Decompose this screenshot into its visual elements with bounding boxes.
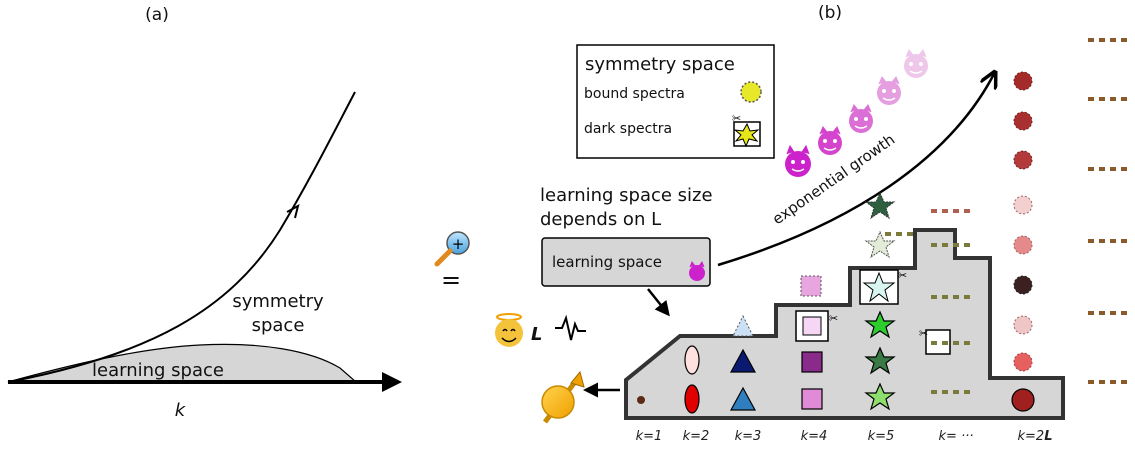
k-label: k= ···	[939, 429, 974, 444]
noise-signal-icon	[555, 314, 586, 341]
spiky-shape	[1013, 352, 1033, 372]
svg-text:+: +	[452, 235, 465, 253]
k4-pink-square	[801, 388, 823, 410]
box-to-region-arrow	[647, 288, 670, 317]
size-text-line2: depends on L	[540, 209, 661, 230]
dark-spectra-icon: ✂	[732, 112, 761, 148]
devil-icons	[785, 49, 928, 177]
svg-text:✂: ✂	[898, 269, 907, 282]
curve-direction-arrowhead	[286, 204, 300, 219]
spiky-shape	[1013, 275, 1033, 295]
k5-light-green-star	[864, 382, 896, 411]
k5-dark-star	[864, 191, 896, 220]
continuation-dots	[885, 38, 1131, 394]
k-axis-label: k	[175, 400, 187, 421]
k-label-last-prefix: k=2	[1018, 429, 1045, 444]
learning-space-box: learning space	[541, 237, 711, 287]
exponential-growth-arrow	[717, 72, 995, 267]
k-labels: k=1 k=2 k=3 k=4 k=5 k= ··· k=2L	[636, 429, 1053, 444]
L-symbol: L	[531, 324, 542, 345]
panel-b-label: (b)	[818, 3, 842, 23]
k5-green-star	[864, 310, 896, 339]
k5-pale-star	[864, 230, 896, 259]
magnifier-icon: +	[434, 231, 470, 267]
spin-orb-icon	[541, 370, 585, 424]
panel-a-label: (a)	[145, 5, 169, 25]
symmetry-space-curve	[7, 91, 356, 383]
k-label: k=1	[636, 429, 663, 444]
devil-icon	[849, 104, 873, 133]
k5-forest-star	[864, 346, 896, 375]
spiky-shape	[1011, 388, 1035, 412]
size-text-line1: learning space size	[540, 185, 713, 206]
k3-blue-triangle	[729, 386, 757, 411]
angel-icon	[495, 313, 523, 347]
k-label: k=3	[735, 429, 762, 444]
devil-icon	[877, 76, 901, 105]
k4-purple-square	[801, 351, 823, 373]
learning-space-label: learning space	[92, 360, 224, 381]
k3-light-triangle	[732, 314, 754, 337]
spiky-shape	[1013, 315, 1033, 335]
svg-text:✂: ✂	[919, 327, 928, 340]
k-label-last: k=2L	[1018, 429, 1053, 444]
legend-title: symmetry space	[585, 54, 735, 75]
symmetry-space-label-line2: space	[252, 315, 305, 336]
k1-dot	[637, 396, 645, 404]
svg-text:✂: ✂	[732, 112, 741, 125]
devil-icon	[785, 144, 811, 177]
devil-icon	[818, 126, 842, 155]
spiky-shape	[1013, 150, 1033, 170]
k5-dark-spectra-star: ✂	[859, 269, 907, 305]
learning-box-label: learning space	[552, 253, 662, 271]
spiky-shape	[1013, 235, 1033, 255]
devil-icon	[689, 260, 705, 281]
k4-dark-spectra-square: ✂	[795, 310, 838, 342]
legend-bound-label: bound spectra	[584, 86, 685, 102]
svg-text:✂: ✂	[829, 312, 838, 325]
panel-b: (b) + = symmetry space bound spectra dar…	[434, 3, 1131, 444]
k-label-last-L: L	[1044, 429, 1052, 444]
k2-red-leaf	[684, 384, 700, 414]
k2-pale-leaf	[684, 345, 700, 375]
k3-navy-triangle	[729, 348, 757, 373]
learning-space-region	[7, 343, 358, 383]
spiky-shapes-column	[1011, 71, 1035, 412]
k-label: k=5	[868, 429, 895, 444]
k-label: k=4	[801, 429, 828, 444]
devil-icon	[904, 49, 928, 78]
symmetry-space-label-line1: symmetry	[232, 291, 324, 312]
bound-spectra-icon	[740, 81, 762, 103]
equals-sign: =	[441, 266, 461, 294]
spiky-shape	[1013, 195, 1033, 215]
symmetry-space-legend: symmetry space bound spectra dark spectr…	[576, 44, 775, 159]
k-label: k=2	[683, 429, 710, 444]
spiky-shape	[1013, 71, 1033, 91]
spiky-shape	[1013, 111, 1033, 131]
legend-dark-label: dark spectra	[584, 121, 672, 137]
k4-dashed-square	[800, 275, 822, 297]
panel-a: (a) symmetry space learning space k	[7, 5, 402, 421]
